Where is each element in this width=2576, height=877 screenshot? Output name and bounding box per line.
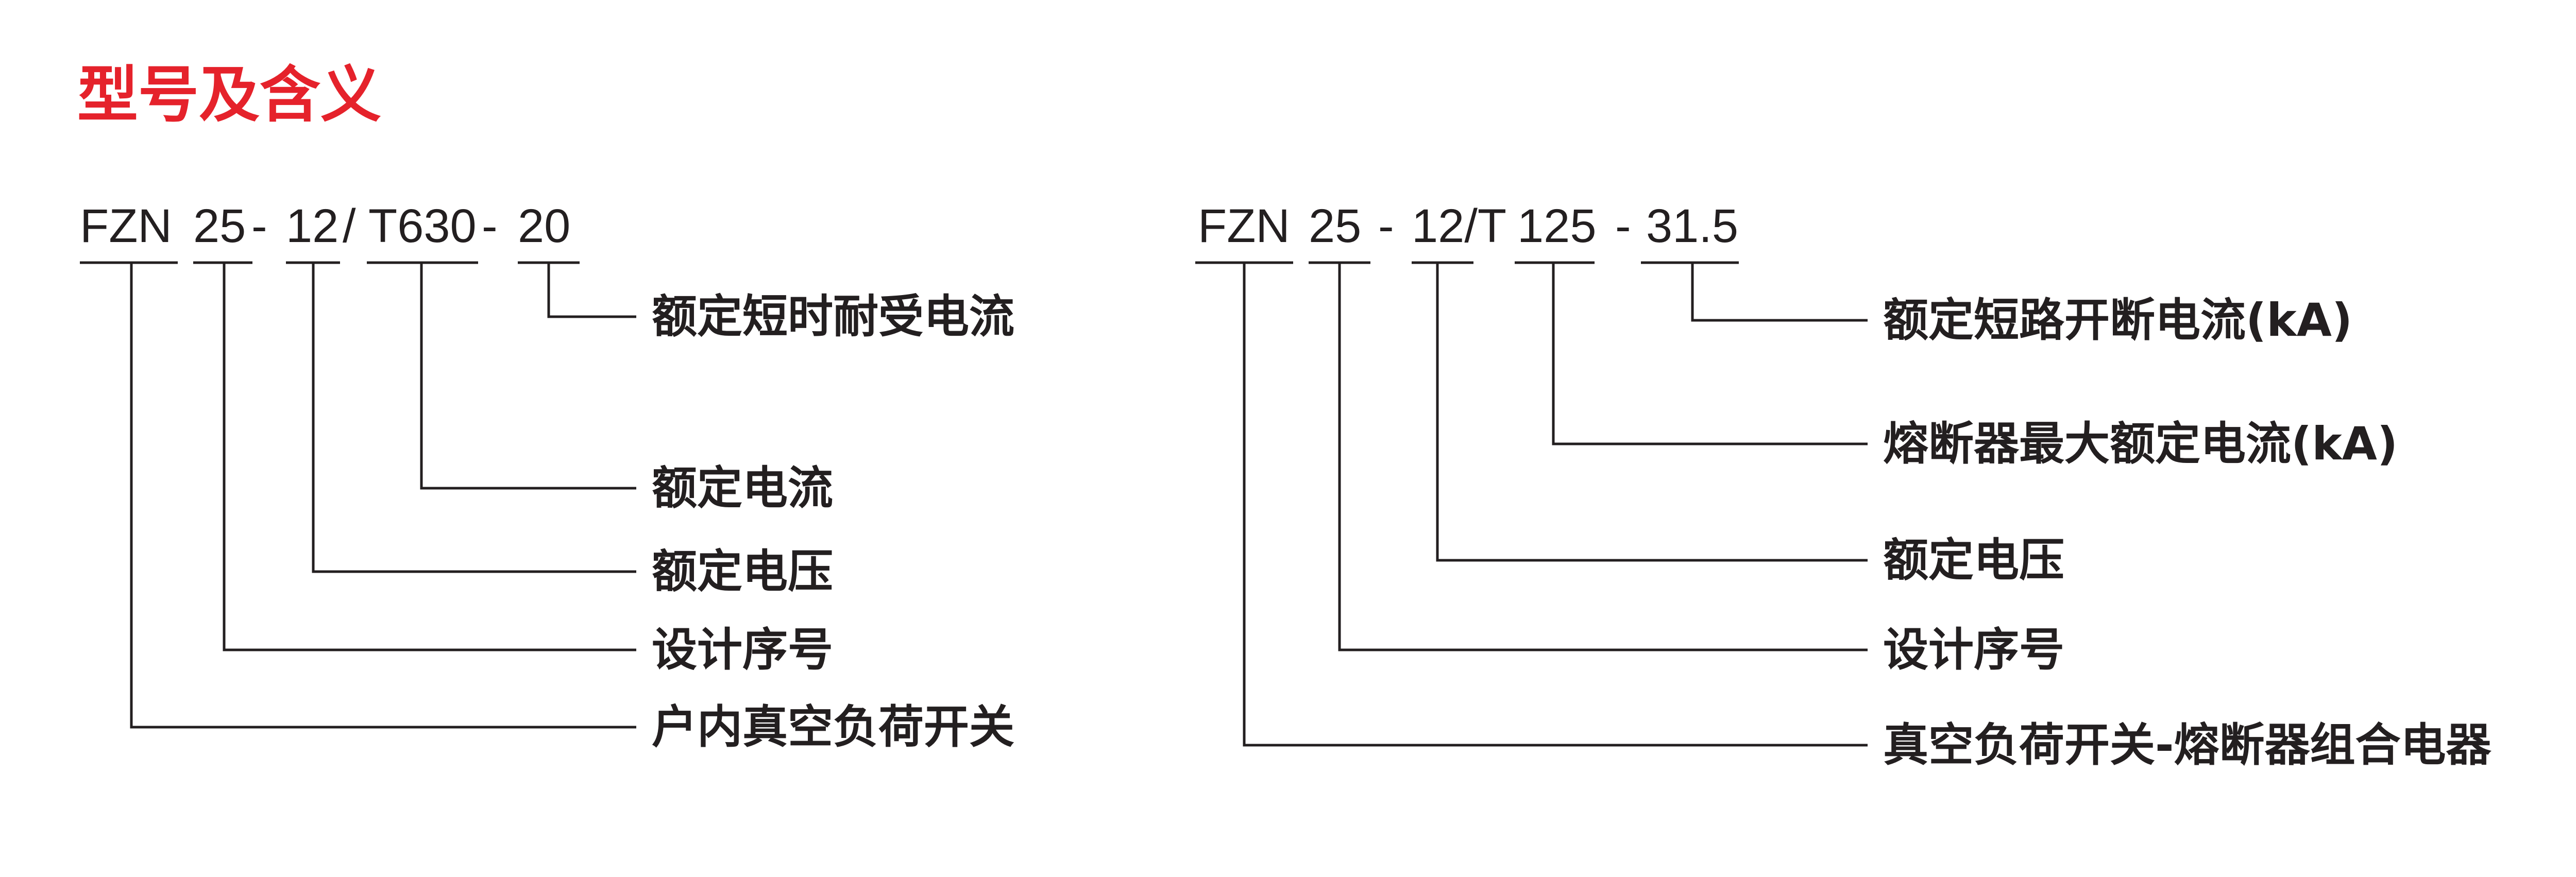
right-code-voltage: 12/T [1412, 200, 1506, 252]
right-code-series: FZN [1198, 200, 1290, 252]
right-code-sep1: - [1378, 200, 1394, 252]
right-code-sep2: - [1615, 200, 1631, 252]
left-code-series: FZN [80, 200, 172, 252]
left-label-short-time: 额定短时耐受电流 [652, 290, 1014, 343]
right-label-design: 设计序号 [1883, 623, 2064, 676]
left-label-voltage: 额定电压 [652, 545, 833, 598]
right-label-series: 真空负荷开关-熔断器组合电器 [1883, 718, 2492, 771]
right-label-fuse: 熔断器最大额定电流(kA) [1883, 417, 2398, 470]
left-leader-voltage [312, 263, 636, 573]
right-leader-fuse [1552, 263, 1868, 445]
right-leader-series [1243, 263, 1868, 747]
right-leader-design [1338, 263, 1868, 651]
left-code-current: T630 [368, 200, 477, 252]
right-code-breaking: 31.5 [1646, 200, 1738, 252]
left-leader-current [420, 263, 636, 490]
left-code-voltage: 12 [286, 200, 338, 252]
left-leader-short-time [547, 263, 636, 318]
right-label-voltage: 额定电压 [1883, 534, 2064, 587]
right-code-design: 25 [1309, 200, 1361, 252]
right-model-diagram: FZN 25 - 12/T 125 - 31.5 额定短路开断电流(kA) 熔断… [1195, 200, 2492, 771]
left-label-current: 额定电流 [652, 461, 833, 514]
left-code-slash: / [343, 200, 356, 252]
right-leader-breaking [1691, 263, 1868, 322]
left-code-short-time: 20 [518, 200, 570, 252]
right-code-fuse: 125 [1517, 200, 1597, 252]
right-leader-voltage [1436, 263, 1868, 562]
left-label-design: 设计序号 [652, 623, 833, 676]
left-model-diagram: FZN 25 - 12 / T630 - 20 额定短时耐受电流 额定电流 额定… [80, 200, 1014, 753]
left-code-sep2: - [482, 200, 498, 252]
page-title: 型号及含义 [77, 59, 382, 130]
left-leader-series [130, 263, 636, 729]
left-label-series: 户内真空负荷开关 [652, 700, 1014, 753]
left-code-sep1: - [251, 200, 267, 252]
left-code-design: 25 [193, 200, 246, 252]
left-leader-design [223, 263, 636, 651]
right-label-breaking: 额定短路开断电流(kA) [1883, 294, 2352, 347]
